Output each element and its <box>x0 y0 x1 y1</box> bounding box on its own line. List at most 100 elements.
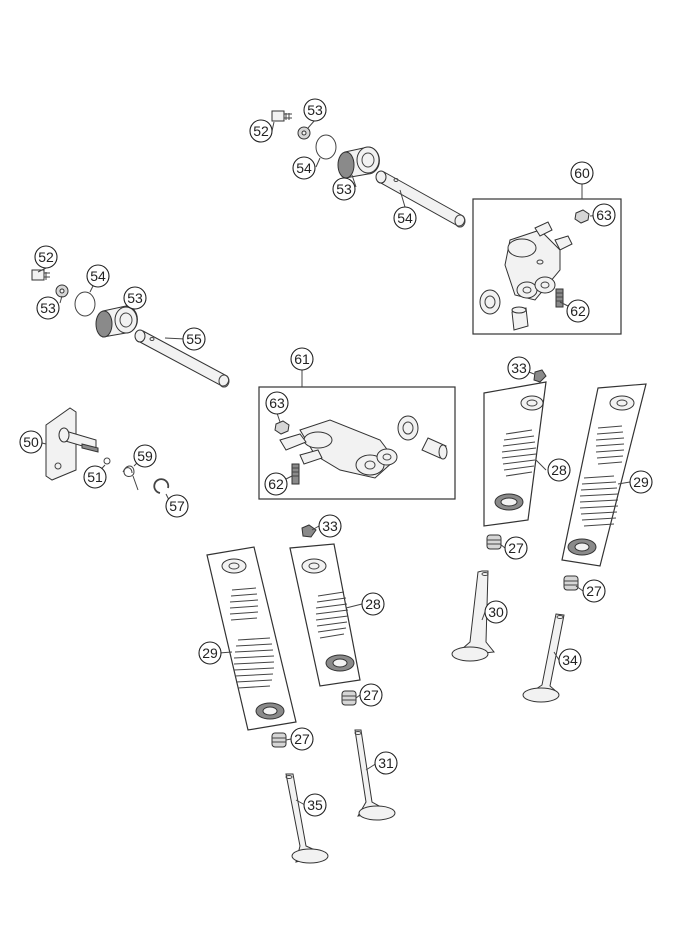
callout-27-left-b: 27 <box>290 727 314 751</box>
rocker-arm-box-61 <box>258 386 456 500</box>
callout-52-upper: 52 <box>249 119 273 143</box>
spring-box-29-left <box>206 546 297 731</box>
rocker-shaft-56 <box>375 170 466 228</box>
callout-55-upper: 53 <box>332 177 356 201</box>
bushing-55-middle <box>95 305 138 338</box>
bushing-55-upper <box>337 146 380 179</box>
callout-33-left: 33 <box>318 514 342 538</box>
svg-text:62: 62 <box>570 303 586 319</box>
seal-27-right-a <box>486 534 502 550</box>
svg-text:33: 33 <box>511 360 527 376</box>
middle-shaft-assembly <box>31 269 230 388</box>
svg-text:55: 55 <box>186 331 202 347</box>
svg-text:29: 29 <box>202 645 218 661</box>
nut-63-box61 <box>274 420 290 435</box>
svg-text:63: 63 <box>596 207 612 223</box>
spring-box-29-right <box>561 383 647 567</box>
pin-box61 <box>421 437 448 460</box>
callout-31: 31 <box>374 751 398 775</box>
callout-55-middle: 53 <box>123 286 147 310</box>
svg-text:29: 29 <box>633 474 649 490</box>
svg-text:27: 27 <box>586 583 602 599</box>
svg-text:30: 30 <box>488 604 504 620</box>
roller-box61 <box>397 415 419 441</box>
valve-35 <box>285 773 329 864</box>
callout-35: 35 <box>303 793 327 817</box>
svg-text:27: 27 <box>294 731 310 747</box>
seal-27-right-b <box>563 575 579 591</box>
callout-63-box61: 63 <box>265 391 289 415</box>
callout-27-left-a: 27 <box>359 683 383 707</box>
collet-33-left <box>301 524 317 538</box>
callout-28-left: 28 <box>361 592 385 616</box>
roller-box60 <box>479 289 501 315</box>
svg-text:63: 63 <box>269 395 285 411</box>
callout-60: 60 <box>570 161 594 185</box>
svg-text:51: 51 <box>87 469 103 485</box>
valve-30 <box>451 570 495 662</box>
callout-28-right: 28 <box>547 458 571 482</box>
callout-62-box60: 62 <box>566 299 590 323</box>
callout-62-box61: 62 <box>264 472 288 496</box>
screw-62-box60 <box>555 288 564 308</box>
bolt-52-upper <box>271 110 292 122</box>
callout-54-middle: 54 <box>86 264 110 288</box>
svg-text:61: 61 <box>294 351 310 367</box>
svg-text:57: 57 <box>169 498 185 514</box>
o-ring-54-upper <box>315 134 337 160</box>
svg-text:53: 53 <box>307 102 323 118</box>
seal-27-left-b <box>271 732 287 748</box>
ball-51 <box>103 457 111 465</box>
svg-text:52: 52 <box>253 123 269 139</box>
rocker-arm-box-60 <box>472 198 622 335</box>
callout-29-right: 29 <box>629 470 653 494</box>
seal-27-left-a <box>341 690 357 706</box>
svg-text:62: 62 <box>268 476 284 492</box>
callout-53-upper: 53 <box>303 98 327 122</box>
callout-33-right: 33 <box>507 356 531 380</box>
upper-shaft-assembly <box>271 110 466 228</box>
callout-27-right-b: 27 <box>582 579 606 603</box>
callout-50: 50 <box>19 430 43 454</box>
svg-text:54: 54 <box>397 210 413 226</box>
svg-text:27: 27 <box>363 687 379 703</box>
svg-text:35: 35 <box>307 797 323 813</box>
callout-61: 61 <box>290 347 314 371</box>
svg-text:54: 54 <box>296 160 312 176</box>
spring-box-28-right <box>483 381 547 527</box>
svg-text:59: 59 <box>137 448 153 464</box>
svg-text:31: 31 <box>378 755 394 771</box>
rocker-arm-61 <box>279 419 398 479</box>
svg-text:27: 27 <box>508 540 524 556</box>
svg-text:53: 53 <box>336 181 352 197</box>
nut-63-box60 <box>574 209 590 224</box>
svg-text:28: 28 <box>365 596 381 612</box>
decompression-lever-50 <box>45 407 99 481</box>
pin-box60 <box>511 306 529 331</box>
o-ring-54-middle <box>74 291 96 317</box>
callout-59: 59 <box>133 444 157 468</box>
svg-text:54: 54 <box>90 268 106 284</box>
valve-31 <box>354 729 396 821</box>
callout-29-left: 29 <box>198 641 222 665</box>
svg-text:53: 53 <box>127 290 143 306</box>
callout-34: 34 <box>558 648 582 672</box>
circlip-58 <box>153 478 170 494</box>
callout-27-right-a: 27 <box>504 536 528 560</box>
callout-30: 30 <box>484 600 508 624</box>
callout-57: 55 <box>182 327 206 351</box>
collet-33-right <box>533 369 547 383</box>
svg-text:52: 52 <box>38 249 54 265</box>
callout-53-middle: 53 <box>36 296 60 320</box>
spring-box-28-left <box>289 543 361 687</box>
rocker-arm-60 <box>504 221 573 301</box>
spring-59 <box>122 465 139 491</box>
callout-58: 57 <box>165 494 189 518</box>
callout-63-box60: 63 <box>592 203 616 227</box>
callout-54-upper: 54 <box>292 156 316 180</box>
callout-52-middle: 52 <box>34 245 58 269</box>
svg-text:28: 28 <box>551 462 567 478</box>
svg-text:53: 53 <box>40 300 56 316</box>
